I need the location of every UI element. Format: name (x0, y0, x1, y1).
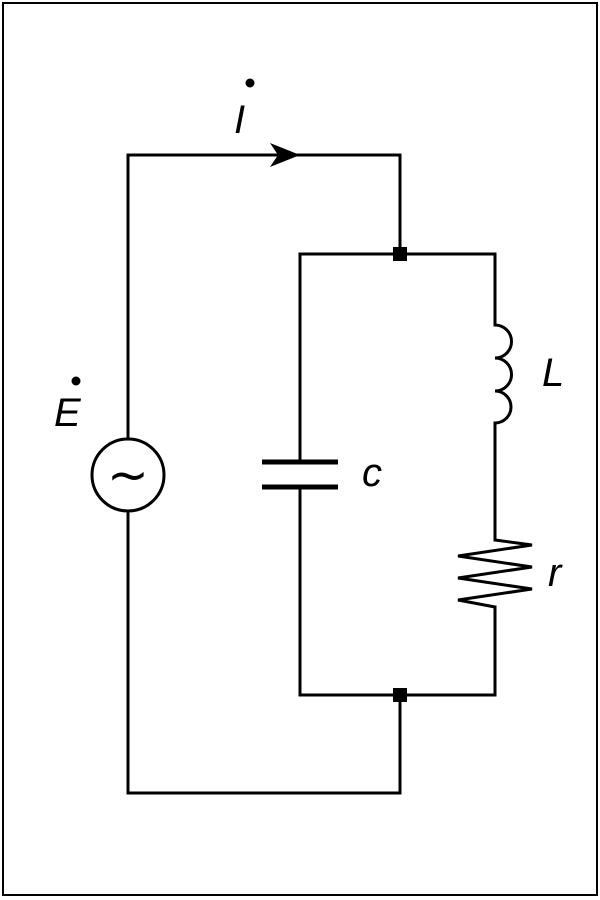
resistor-branch-bottom-wire (398, 605, 497, 697)
resistor-label: r (548, 551, 563, 595)
inductor-coil-icon (494, 323, 513, 425)
capacitor-branch-bottom-wire (298, 485, 402, 697)
bottom-left-wire (126, 508, 402, 795)
capacitor-label: c (362, 451, 382, 495)
inductor-label: L (542, 351, 564, 395)
current-arrow-icon (270, 143, 300, 167)
capacitor-branch-top-wire (298, 252, 402, 464)
inductor-branch-top-wire (398, 252, 497, 327)
resistor-zigzag-icon (457, 538, 533, 609)
source-label: E (54, 391, 82, 435)
ac-source-icon (90, 437, 166, 513)
top-junction-node (393, 247, 407, 261)
top-left-wire (126, 153, 402, 442)
current-label: I (234, 98, 245, 142)
ac-source-symbol: ~ (107, 446, 149, 504)
bottom-junction-node (393, 688, 407, 702)
source-phasor-dot (71, 376, 81, 386)
current-phasor-dot (245, 78, 255, 88)
